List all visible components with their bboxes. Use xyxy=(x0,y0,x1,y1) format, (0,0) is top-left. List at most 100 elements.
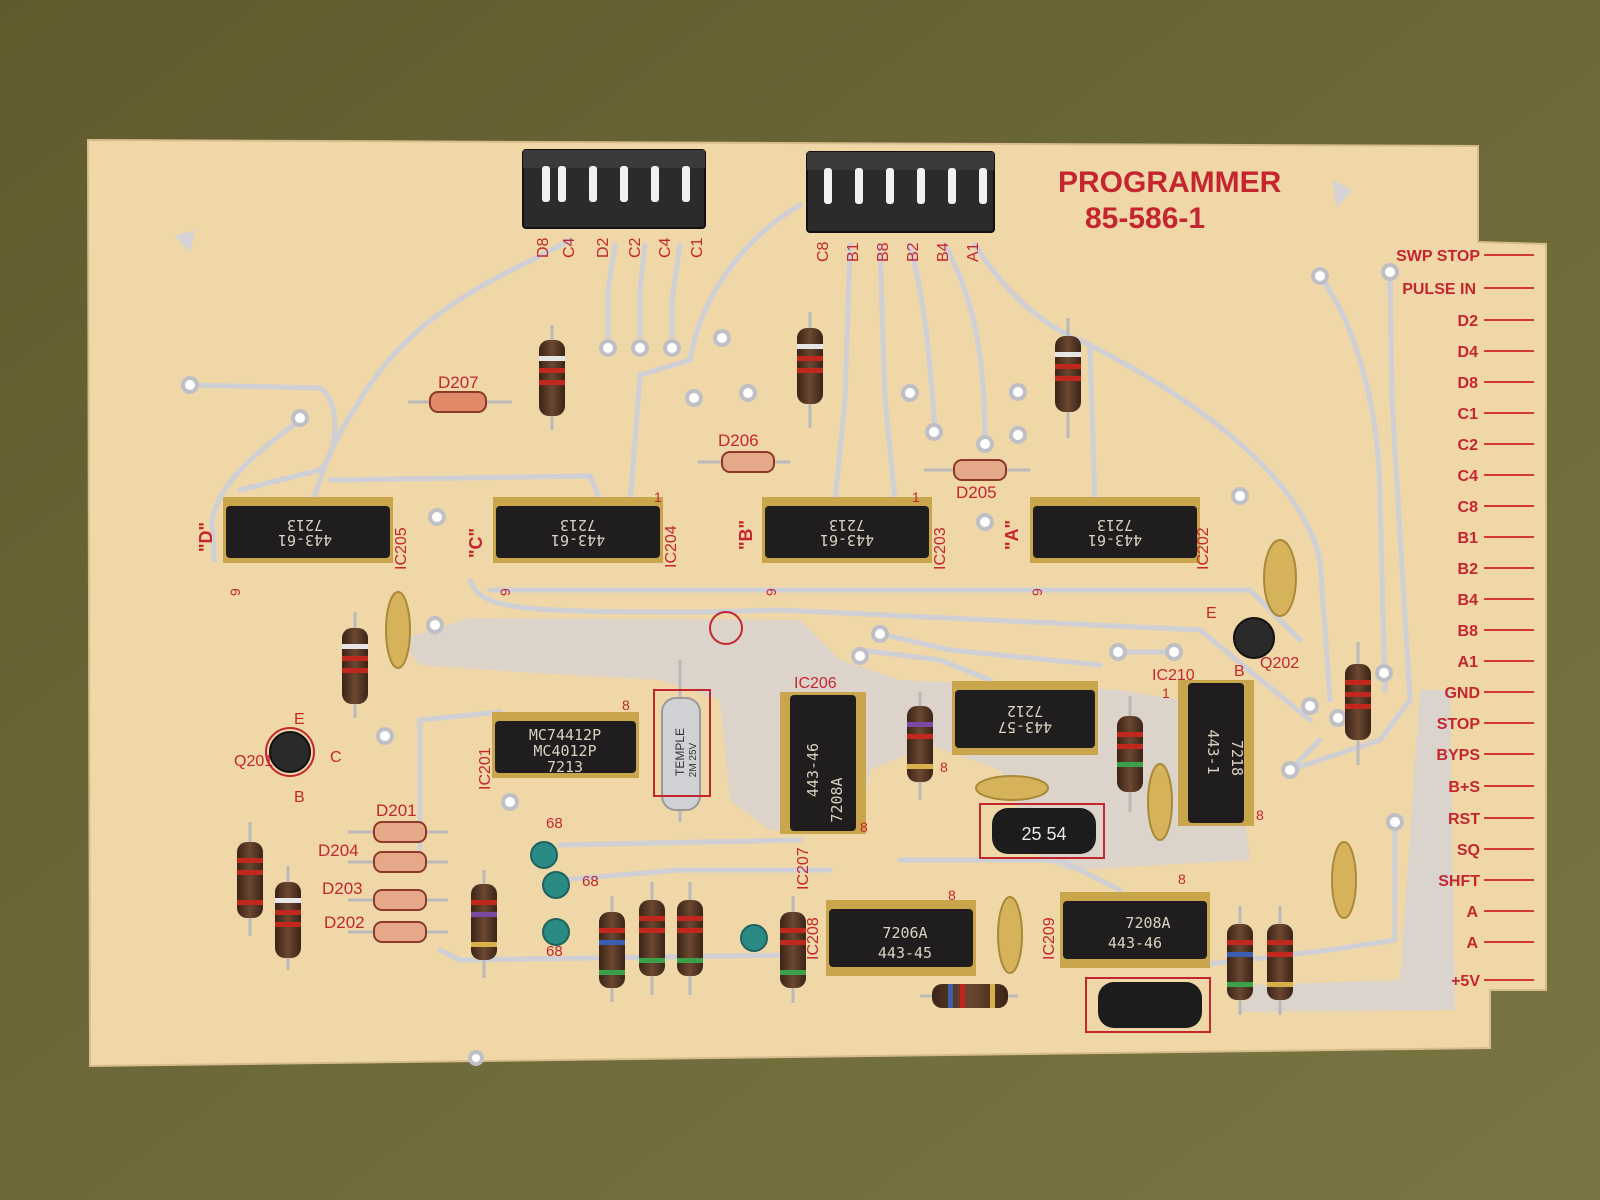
ic202-line2: 7213 xyxy=(1097,516,1133,534)
header-left-label-5: C4 xyxy=(657,237,674,258)
ic208-line1: 7206A xyxy=(882,924,927,942)
pin-mark-1-c: 1 xyxy=(654,489,662,505)
pin-mark-8-ic210: 8 xyxy=(1256,807,1264,823)
ic207-line2: 7212 xyxy=(1007,702,1043,720)
board-part-number: 85-586-1 xyxy=(1085,202,1205,235)
label-ic210: IC210 xyxy=(1152,667,1195,684)
edge-label-d8: D8 xyxy=(1458,375,1479,392)
ic204-line1: 443-61 xyxy=(551,531,605,549)
label-d201: D201 xyxy=(376,801,417,820)
ic206-line2: 443-46 xyxy=(804,743,822,797)
ic206-line1: 7208A xyxy=(828,777,846,822)
electrolytic-cap-black-1 xyxy=(992,808,1096,854)
group-label-a: "A" xyxy=(1002,520,1022,550)
edge-label-gnd: GND xyxy=(1444,685,1480,702)
header-left-label-1: D8 xyxy=(535,237,552,258)
edge-label-c4: C4 xyxy=(1458,468,1479,485)
edge-connector xyxy=(1484,254,1534,981)
q201-pin-e: E xyxy=(294,711,305,728)
edge-label-shft: SHFT xyxy=(1438,873,1480,890)
ic204-line2: 7213 xyxy=(560,516,596,534)
diode-labels: D207 D206 D205 D201 D204 D203 D202 xyxy=(318,373,997,932)
header-right-labels: C8 B1 B8 B2 B4 A1 xyxy=(815,241,982,262)
pin-mark-9-b: 9 xyxy=(763,588,779,596)
resistor-bands xyxy=(237,344,1371,1008)
label-ic206: IC206 xyxy=(794,675,837,692)
edge-label-b4: B4 xyxy=(1458,592,1479,609)
tantalum-labels: 68 68 68 xyxy=(546,815,599,960)
ic-207 xyxy=(952,681,1098,755)
electrolytic-cap-temple xyxy=(661,660,701,822)
ic201-line2: MC4012P xyxy=(533,742,596,760)
edge-label-sq: SQ xyxy=(1457,842,1480,859)
edge-label-pulse-in: PULSE IN xyxy=(1402,281,1476,298)
ic201-line1: MC74412P xyxy=(529,726,601,744)
label-d205: D205 xyxy=(956,483,997,502)
header-left-label-2: C4 xyxy=(561,237,578,258)
cap-markings: TEMPLE 2M 25V 25 54 xyxy=(673,728,1067,844)
label-ic207: IC207 xyxy=(795,847,812,890)
header-right-label-1: C8 xyxy=(815,241,832,262)
ic-201 xyxy=(492,712,639,778)
edge-label-c2: C2 xyxy=(1458,437,1479,454)
ic-203 xyxy=(762,497,932,563)
pin-mark-8-ic209: 8 xyxy=(1178,871,1186,887)
ground-strip-right xyxy=(1240,690,1455,1012)
group-label-c: "C" xyxy=(466,528,486,558)
ic210-line1: 7218 xyxy=(1228,740,1246,776)
solder-pads xyxy=(181,263,1404,1066)
ic208-line2: 443-45 xyxy=(878,944,932,962)
label-ic201: IC201 xyxy=(477,747,494,790)
header-right-label-3: B8 xyxy=(875,242,892,262)
edge-label-c1: C1 xyxy=(1458,406,1479,423)
label-d202: D202 xyxy=(324,913,365,932)
glass-diodes xyxy=(348,391,1030,943)
pin-mark-9-c: 9 xyxy=(497,588,513,596)
edge-label-d2: D2 xyxy=(1458,313,1479,330)
edge-label-a1: A1 xyxy=(1458,654,1479,671)
group-label-d: "D" xyxy=(196,522,216,552)
edge-label-c8: C8 xyxy=(1458,499,1479,516)
edge-label-d4: D4 xyxy=(1458,344,1479,361)
edge-label-a-upper: A xyxy=(1466,904,1478,921)
q202-pin-e: E xyxy=(1206,605,1217,622)
ic-208 xyxy=(826,900,976,976)
pin-mark-1-ic210: 1 xyxy=(1162,685,1170,701)
ceramic-capacitors xyxy=(385,539,1357,974)
ic202-line1: 443-61 xyxy=(1088,531,1142,549)
transistor-q202 xyxy=(1233,617,1275,659)
q201-pin-b: B xyxy=(294,789,305,806)
label-ic204: IC204 xyxy=(663,525,680,568)
pin-mark-9-d: 9 xyxy=(227,588,243,596)
ic201-line3: 7213 xyxy=(547,758,583,776)
header-connector-left xyxy=(522,149,706,229)
ic209-line2: 443-46 xyxy=(1108,934,1162,952)
ic203-line2: 7213 xyxy=(829,516,865,534)
pin-mark-9-a: 9 xyxy=(1029,588,1045,596)
silkscreen-outlines xyxy=(265,611,1211,1033)
label-ic203: IC203 xyxy=(932,527,949,570)
ic-206 xyxy=(780,692,866,834)
label-68-b: 68 xyxy=(582,873,599,890)
ic-markings: 443-61 7213 443-61 7213 443-61 7213 443-… xyxy=(278,516,1246,962)
tantalum-capacitors xyxy=(530,841,768,952)
label-d204: D204 xyxy=(318,841,359,860)
label-68-c: 68 xyxy=(546,943,563,960)
q202-pin-b: B xyxy=(1234,663,1245,680)
pin-mark-8-ic207: 8 xyxy=(940,759,948,775)
ic-205 xyxy=(223,497,393,563)
header-left-labels: D8 C4 D2 C2 C4 C1 xyxy=(535,237,706,258)
header-left-label-6: C1 xyxy=(689,237,706,258)
ic-reference-labels: IC205 IC204 IC203 IC202 IC201 IC206 IC20… xyxy=(393,525,1212,960)
ic203-line1: 443-61 xyxy=(820,531,874,549)
black-cap-value: 25 54 xyxy=(1021,824,1066,844)
ic205-line2: 7213 xyxy=(287,516,323,534)
label-d203: D203 xyxy=(322,879,363,898)
ic-210 xyxy=(1178,680,1254,826)
header-right-label-6: A1 xyxy=(965,242,982,262)
edge-label-swp-stop: SWP STOP xyxy=(1396,248,1480,265)
edge-label-stop: STOP xyxy=(1437,716,1481,733)
label-d207: D207 xyxy=(438,373,479,392)
label-d206: D206 xyxy=(718,431,759,450)
label-ic209: IC209 xyxy=(1041,917,1058,960)
